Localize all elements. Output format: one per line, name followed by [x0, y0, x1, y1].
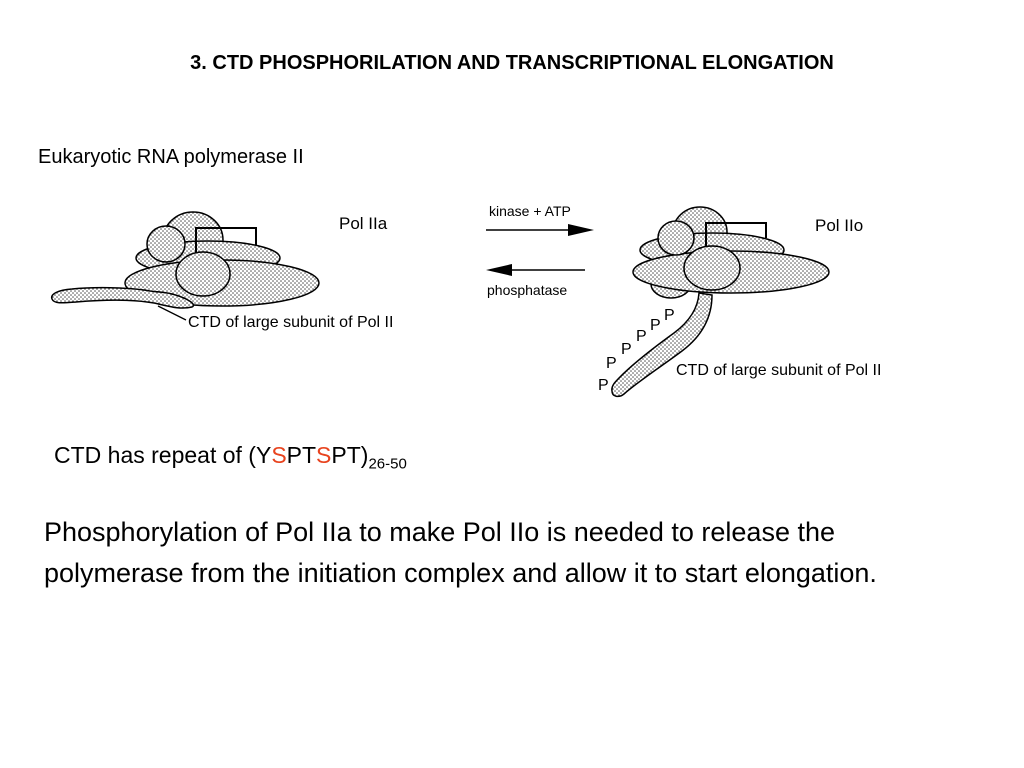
repeat-prefix: CTD has repeat of (Y	[54, 442, 272, 468]
phosphate-mark: P	[664, 307, 675, 324]
kinase-label: kinase + ATP	[489, 203, 571, 219]
pol-iio-ctd-label: CTD of large subunit of Pol II	[676, 362, 881, 379]
phosphate-mark: P	[598, 377, 609, 394]
pol-iia-ctd-label: CTD of large subunit of Pol II	[188, 314, 393, 331]
repeat-suffix: PT)	[331, 442, 369, 468]
repeat-mid: PT	[286, 442, 317, 468]
diagram-heading: Eukaryotic RNA polymerase II	[38, 146, 304, 168]
ctd-repeat-line: CTD has repeat of (YSPTSPT)26-50	[54, 442, 407, 473]
repeat-count-subscript: 26-50	[368, 455, 407, 473]
pol-iio-complex	[611, 206, 830, 398]
forward-arrow-icon	[486, 224, 594, 236]
phosphate-mark: P	[606, 355, 617, 372]
pol-iia-complex	[50, 211, 320, 321]
explanation-paragraph: Phosphorylation of Pol IIa to make Pol I…	[44, 517, 877, 588]
phosphate-mark: P	[636, 328, 647, 345]
repeat-serine-2: S	[316, 442, 332, 468]
phosphate-mark: P	[621, 341, 632, 358]
pol-iia-ctd-tail	[50, 286, 195, 309]
pol-iio-label: Pol IIo	[815, 216, 863, 235]
pol-iio-ctd-tail	[611, 292, 713, 398]
phosphatase-label: phosphatase	[487, 282, 567, 298]
repeat-serine-1: S	[271, 442, 287, 468]
slide-title: 3. CTD PHOSPHORILATION AND TRANSCRIPTION…	[190, 52, 834, 74]
reverse-arrow-icon	[486, 264, 585, 276]
pol-iia-label: Pol IIa	[339, 214, 388, 233]
phosphate-mark: P	[650, 317, 661, 334]
